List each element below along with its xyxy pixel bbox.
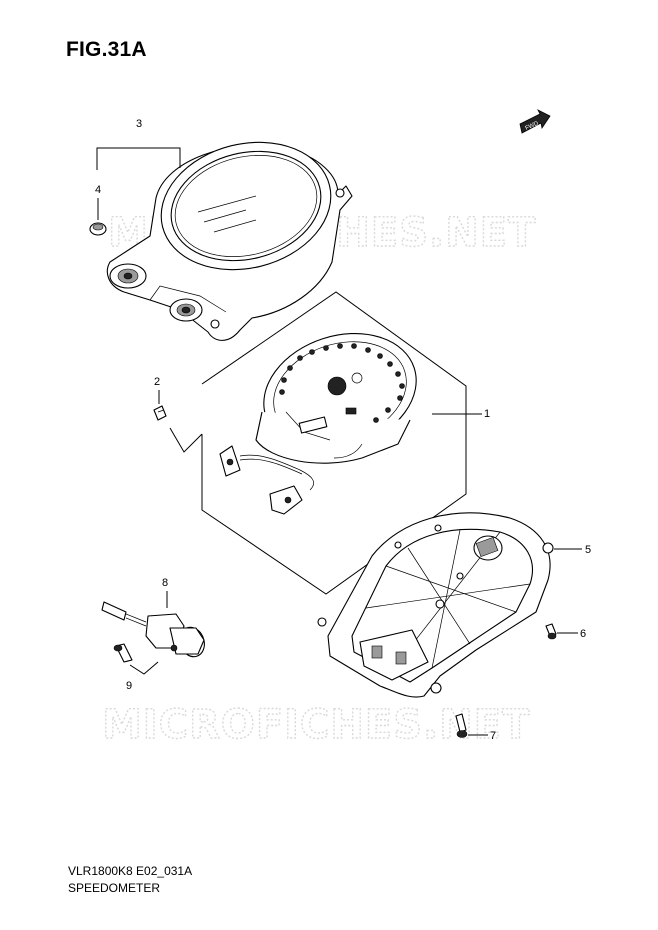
fwd-label: FWD — [525, 120, 541, 131]
meter-bracket — [317, 512, 554, 698]
callout-8: 8 — [162, 577, 168, 589]
diagram-caption: SPEEDOMETER — [68, 881, 161, 895]
callout-4: 4 — [95, 184, 101, 196]
callout-3: 3 — [136, 118, 142, 130]
callout-1: 1 — [484, 408, 490, 420]
grommet — [89, 222, 107, 236]
indicator-dots — [279, 343, 405, 423]
callout-9: 9 — [126, 680, 132, 692]
bolt-9 — [113, 643, 133, 663]
watermark-bottom: MICROFICHES.NET — [102, 702, 530, 748]
callout-9-line — [129, 661, 159, 675]
bolt-7 — [455, 713, 468, 738]
callout-3-bracket — [96, 147, 181, 170]
callout-5: 5 — [585, 544, 591, 556]
bolt-6 — [545, 623, 557, 640]
figure-title: FIG.31A — [66, 38, 147, 61]
assembly-frame — [201, 291, 467, 595]
callout-7: 7 — [490, 730, 496, 742]
speedometer-assembly — [219, 332, 417, 515]
screw-leader-2 — [169, 427, 203, 453]
screw-2 — [153, 405, 167, 421]
forward-arrow-icon: FWD — [519, 109, 551, 134]
callout-2: 2 — [154, 376, 160, 388]
diagram-code: VLR1800K8 E02_031A — [68, 864, 193, 878]
speed-sensor — [101, 601, 205, 658]
meter-case — [106, 141, 353, 341]
callout-6: 6 — [580, 628, 586, 640]
